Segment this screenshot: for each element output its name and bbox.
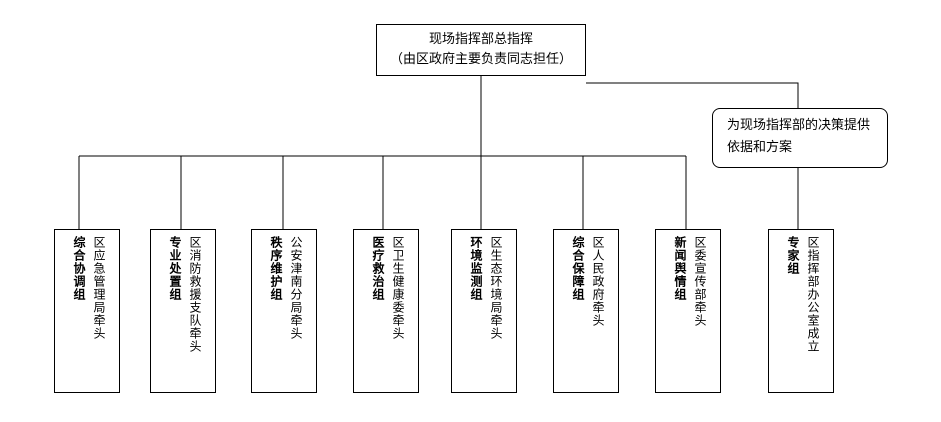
expert-role-text: 为现场指挥部的决策提供依据和方案 (727, 118, 871, 155)
group-box-comprehensive-coordination: 综合协调组 区应急管理局牵头 (54, 229, 120, 393)
group-lead: 区应急管理局牵头 (92, 236, 106, 340)
group-name: 环境监测组 (469, 236, 483, 301)
group-lead: 区委宣传部牵头 (693, 236, 707, 327)
expert-role-note: 为现场指挥部的决策提供依据和方案 (712, 108, 888, 168)
group-box-comprehensive-support: 综合保障组 区人民政府牵头 (553, 229, 619, 393)
group-box-order-maintenance: 秩序维护组 公安津南分局牵头 (251, 229, 317, 393)
group-box-environment-monitoring: 环境监测组 区生态环境局牵头 (451, 229, 517, 393)
group-lead: 区指挥部办公室成立 (806, 236, 820, 353)
group-box-professional-disposal: 专业处置组 区消防救援支队牵头 (150, 229, 216, 393)
group-lead: 区人民政府牵头 (591, 236, 605, 327)
group-name: 专业处置组 (168, 236, 182, 301)
group-name: 医疗救治组 (371, 236, 385, 301)
group-name: 秩序维护组 (269, 236, 283, 301)
group-box-news-public-opinion: 新闻舆情组 区委宣传部牵头 (655, 229, 721, 393)
group-name: 综合协调组 (72, 236, 86, 301)
group-lead: 区卫生健康委牵头 (391, 236, 405, 340)
group-name: 新闻舆情组 (673, 236, 687, 301)
group-lead: 区消防救援支队牵头 (188, 236, 202, 353)
group-lead: 公安津南分局牵头 (289, 236, 303, 340)
group-box-expert: 专家组 区指挥部办公室成立 (768, 229, 834, 393)
group-lead: 区生态环境局牵头 (489, 236, 503, 340)
group-name: 综合保障组 (571, 236, 585, 301)
group-name: 专家组 (786, 236, 800, 275)
commander-title: 现场指挥部总指挥 (428, 32, 533, 47)
group-box-medical-treatment: 医疗救治组 区卫生健康委牵头 (353, 229, 419, 393)
commander-subtitle: （由区政府主要负责同志担任） (389, 52, 572, 67)
commander-box: 现场指挥部总指挥 （由区政府主要负责同志担任） (376, 24, 586, 76)
